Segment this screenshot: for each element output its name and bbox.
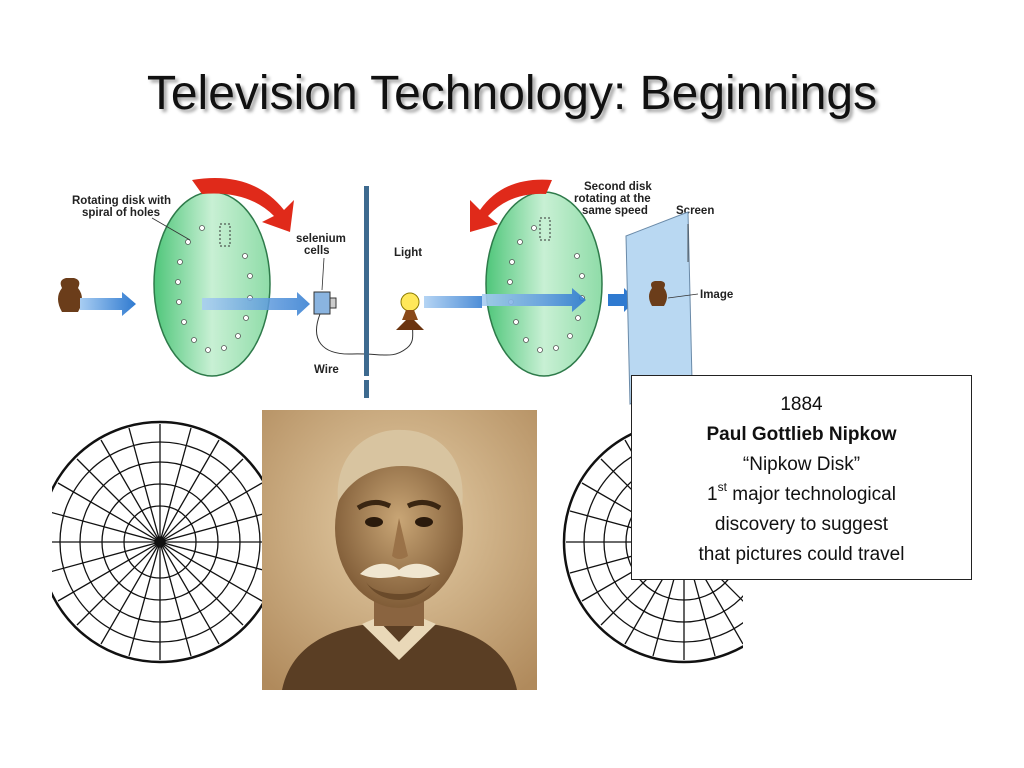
label-image: Image [700,289,733,301]
scanning-diagram: Rotating disk with spiral of holes selen… [52,170,743,410]
vase-icon [58,278,82,312]
info-line-1: 1st major technological [632,480,971,510]
info-line-1-sup: st [717,479,727,494]
label-second-disk-2: rotating at the [574,193,651,205]
rotation-arrow-right [470,179,552,232]
nipkow-figure: Rotating disk with spiral of holes selen… [52,170,743,690]
info-line-1-prefix: 1 [707,484,718,505]
label-selenium-1: selenium [296,233,346,245]
light-bulb-icon [396,292,424,330]
info-inventor-name: Paul Gottlieb Nipkow [706,424,897,445]
info-box: 1884 Paul Gottlieb Nipkow “Nipkow Disk” … [631,375,972,580]
info-invention: “Nipkow Disk” [742,454,861,475]
label-selenium-2: cells [304,245,330,257]
info-line-1-rest: major technological [726,484,896,505]
rotating-disk-left [153,191,271,377]
light-beam-arrow [80,292,136,316]
info-line-2: discovery to suggest [714,514,889,535]
label-wire: Wire [314,364,339,376]
lower-illustration [52,410,743,690]
info-year: 1884 [780,394,823,415]
label-light: Light [394,247,422,259]
info-line-3: that pictures could travel [698,544,905,565]
rotating-disk-right [485,191,603,377]
divider-post [364,186,369,376]
nipkow-portrait [262,410,537,690]
screen-panel [625,211,699,405]
rotation-arrow-left [192,178,294,232]
label-second-disk-1: Second disk [584,181,652,193]
label-rotating-disk-1: Rotating disk with [72,195,171,207]
wire [316,313,415,356]
label-second-disk-3: same speed [582,205,648,217]
nipkow-disk-left [52,420,282,664]
selenium-cell-icon [313,291,337,315]
slide-title: Television Technology: Beginnings [146,67,878,120]
label-rotating-disk-2: spiral of holes [82,207,160,219]
